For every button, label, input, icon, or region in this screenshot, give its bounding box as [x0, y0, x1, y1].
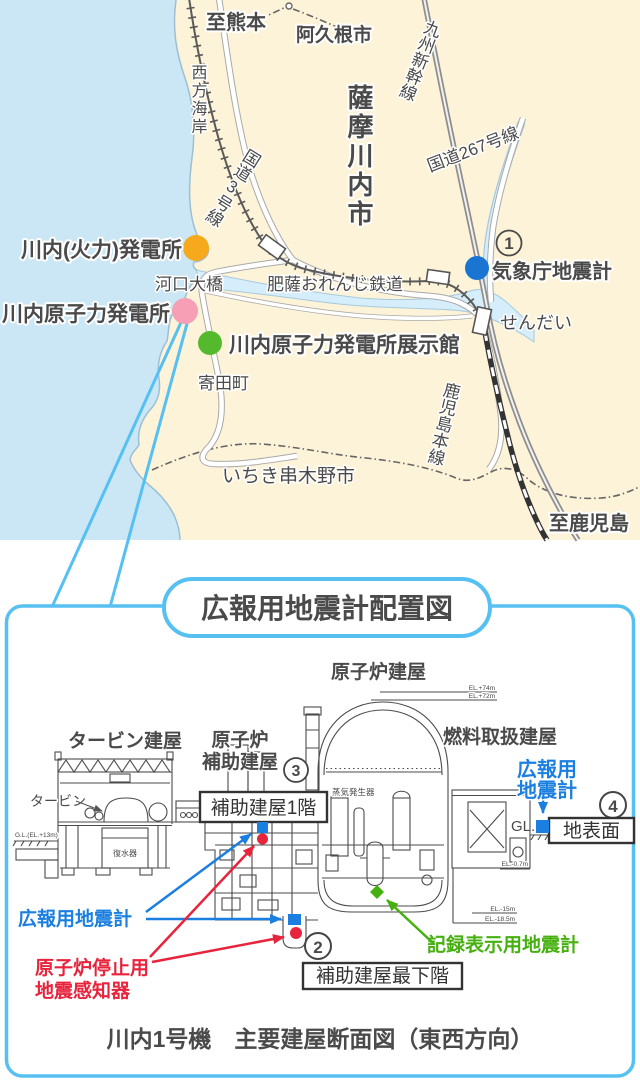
- label-reactor-building: 原子炉建屋: [331, 660, 426, 683]
- aux-lowest-box-label: 補助建屋最下階: [316, 965, 449, 987]
- label-turbine-building: タービン建屋: [68, 729, 182, 752]
- diagram-caption: 川内1号機 主要建屋断面図（東西方向）: [107, 1026, 534, 1052]
- jr-kagoshima-line: [482, 331, 550, 542]
- aux-1f-box-label: 補助建屋1階: [211, 797, 317, 819]
- label-ichikikushikino: いちき串木野市: [222, 465, 355, 487]
- shinkansen-line: [421, 0, 581, 542]
- diagram-title-pill: [162, 577, 492, 638]
- label-fuel-building: 燃料取扱建屋: [443, 725, 557, 748]
- shutdown-arrow-basement: [151, 934, 285, 964]
- label-gl-left: G.L.(EL.+13m): [15, 832, 58, 839]
- aux-lowest-box: [301, 961, 464, 991]
- map: 至熊本 阿久根市 西方海岸 薩摩川内市 九州新幹線 国道3号線 国道267号線 …: [0, 0, 640, 542]
- number2: 2: [313, 938, 322, 957]
- river: [195, 269, 535, 343]
- label-el74: EL.+74m: [469, 685, 495, 692]
- number3: 3: [292, 763, 301, 780]
- number3-circle: [283, 757, 309, 783]
- label-jma-seismometer: 気象庁地震計: [492, 259, 612, 283]
- station-marker: [425, 268, 451, 286]
- label-exhibition-hall: 川内原子力発電所展示館: [228, 333, 460, 357]
- pr-arrow-1f: [145, 832, 252, 914]
- label-to-kagoshima: 至鹿児島: [549, 511, 629, 535]
- label-hisatsu-railway: 肥薩おれんじ鉄道: [267, 275, 403, 294]
- ground-surface-box-label: 地表面: [563, 820, 620, 842]
- label-shutdown-sensor-line2: 地震感知器: [35, 979, 131, 1002]
- thermal-plant-dot: [183, 235, 209, 261]
- label-akune-city: 阿久根市: [296, 23, 372, 46]
- ground-surface-box: [547, 816, 636, 845]
- shutdown-sensor-marker-basement: [290, 927, 302, 939]
- boundary-node: [285, 2, 293, 10]
- label-to-kumamoto: 至熊本: [206, 10, 266, 34]
- label-nishikata-coast: 西方海岸: [189, 64, 208, 136]
- city-boundaries: [151, 6, 640, 500]
- diagram: G.L.(EL.+13m) 復水器 蒸気発生器 EL.+74m EL.+72m …: [4, 577, 636, 1078]
- label-satsumasendai-city: 薩摩川内市: [344, 84, 374, 229]
- pr-seismometer-marker-basement: [288, 914, 301, 925]
- label-pr-seismometer: 広報用地震計: [18, 907, 132, 930]
- number2-circle: [304, 932, 332, 960]
- aux-1f-box: [198, 790, 329, 824]
- stations: [257, 233, 493, 337]
- map-sea: [0, 0, 212, 540]
- pr-seismometer-marker-1f: [257, 822, 268, 833]
- label-kako-bridge: 河口大橋: [155, 275, 223, 294]
- orange-railway: [185, 0, 489, 333]
- sendai-station-marker: [471, 305, 493, 337]
- label-sendai-station: せんだい: [500, 313, 572, 333]
- turbine-pointer-line: [75, 800, 103, 812]
- jma-seismometer-dot: [465, 256, 489, 280]
- shutdown-arrow-1f: [149, 845, 255, 958]
- jma-number-circle: [495, 229, 523, 257]
- label-el72: EL.+72m: [469, 693, 495, 700]
- record-seismometer-marker: [370, 885, 384, 899]
- label-sendai-npp: 川内原子力発電所: [1, 302, 170, 326]
- label-yorita-town: 寄田町: [198, 374, 249, 393]
- label-steam-generator: 蒸気発生器: [332, 787, 375, 797]
- label-thermal-plant: 川内(火力)発電所: [20, 238, 182, 262]
- label-reactor-aux-line2: 補助建屋: [201, 750, 278, 773]
- label-reactor-aux-line1: 原子炉: [211, 728, 268, 751]
- label-condenser: 復水器: [113, 848, 137, 858]
- diagram-title: 広報用地震計配置図: [201, 592, 453, 624]
- record-arrow: [386, 899, 435, 945]
- pr-seismo-right-line2: 地震計: [517, 778, 577, 802]
- exhibition-hall-dot: [198, 331, 222, 355]
- label-record-seismometer: 記録表示用地震計: [427, 933, 579, 956]
- pr-seismometer-marker-surface: [536, 820, 549, 833]
- number4: 4: [608, 797, 618, 816]
- label-gl-right: GL.: [511, 818, 535, 835]
- diagram-frame: [4, 604, 636, 1078]
- label-el15: EL.-15m: [490, 906, 515, 913]
- callout-lines: [50, 317, 190, 608]
- station-marker: [257, 233, 287, 261]
- shutdown-sensor-marker-1f: [257, 833, 268, 845]
- npp-dot: [172, 298, 198, 324]
- pr-seismo-right-line1: 広報用: [517, 757, 577, 781]
- jma-number: 1: [504, 234, 513, 253]
- label-turbine: タービン: [30, 793, 86, 809]
- label-el185: EL.-18.5m: [485, 916, 515, 923]
- label-shutdown-sensor-line1: 原子炉停止用: [35, 956, 149, 979]
- label-el07: EL.-0.7m: [502, 861, 528, 868]
